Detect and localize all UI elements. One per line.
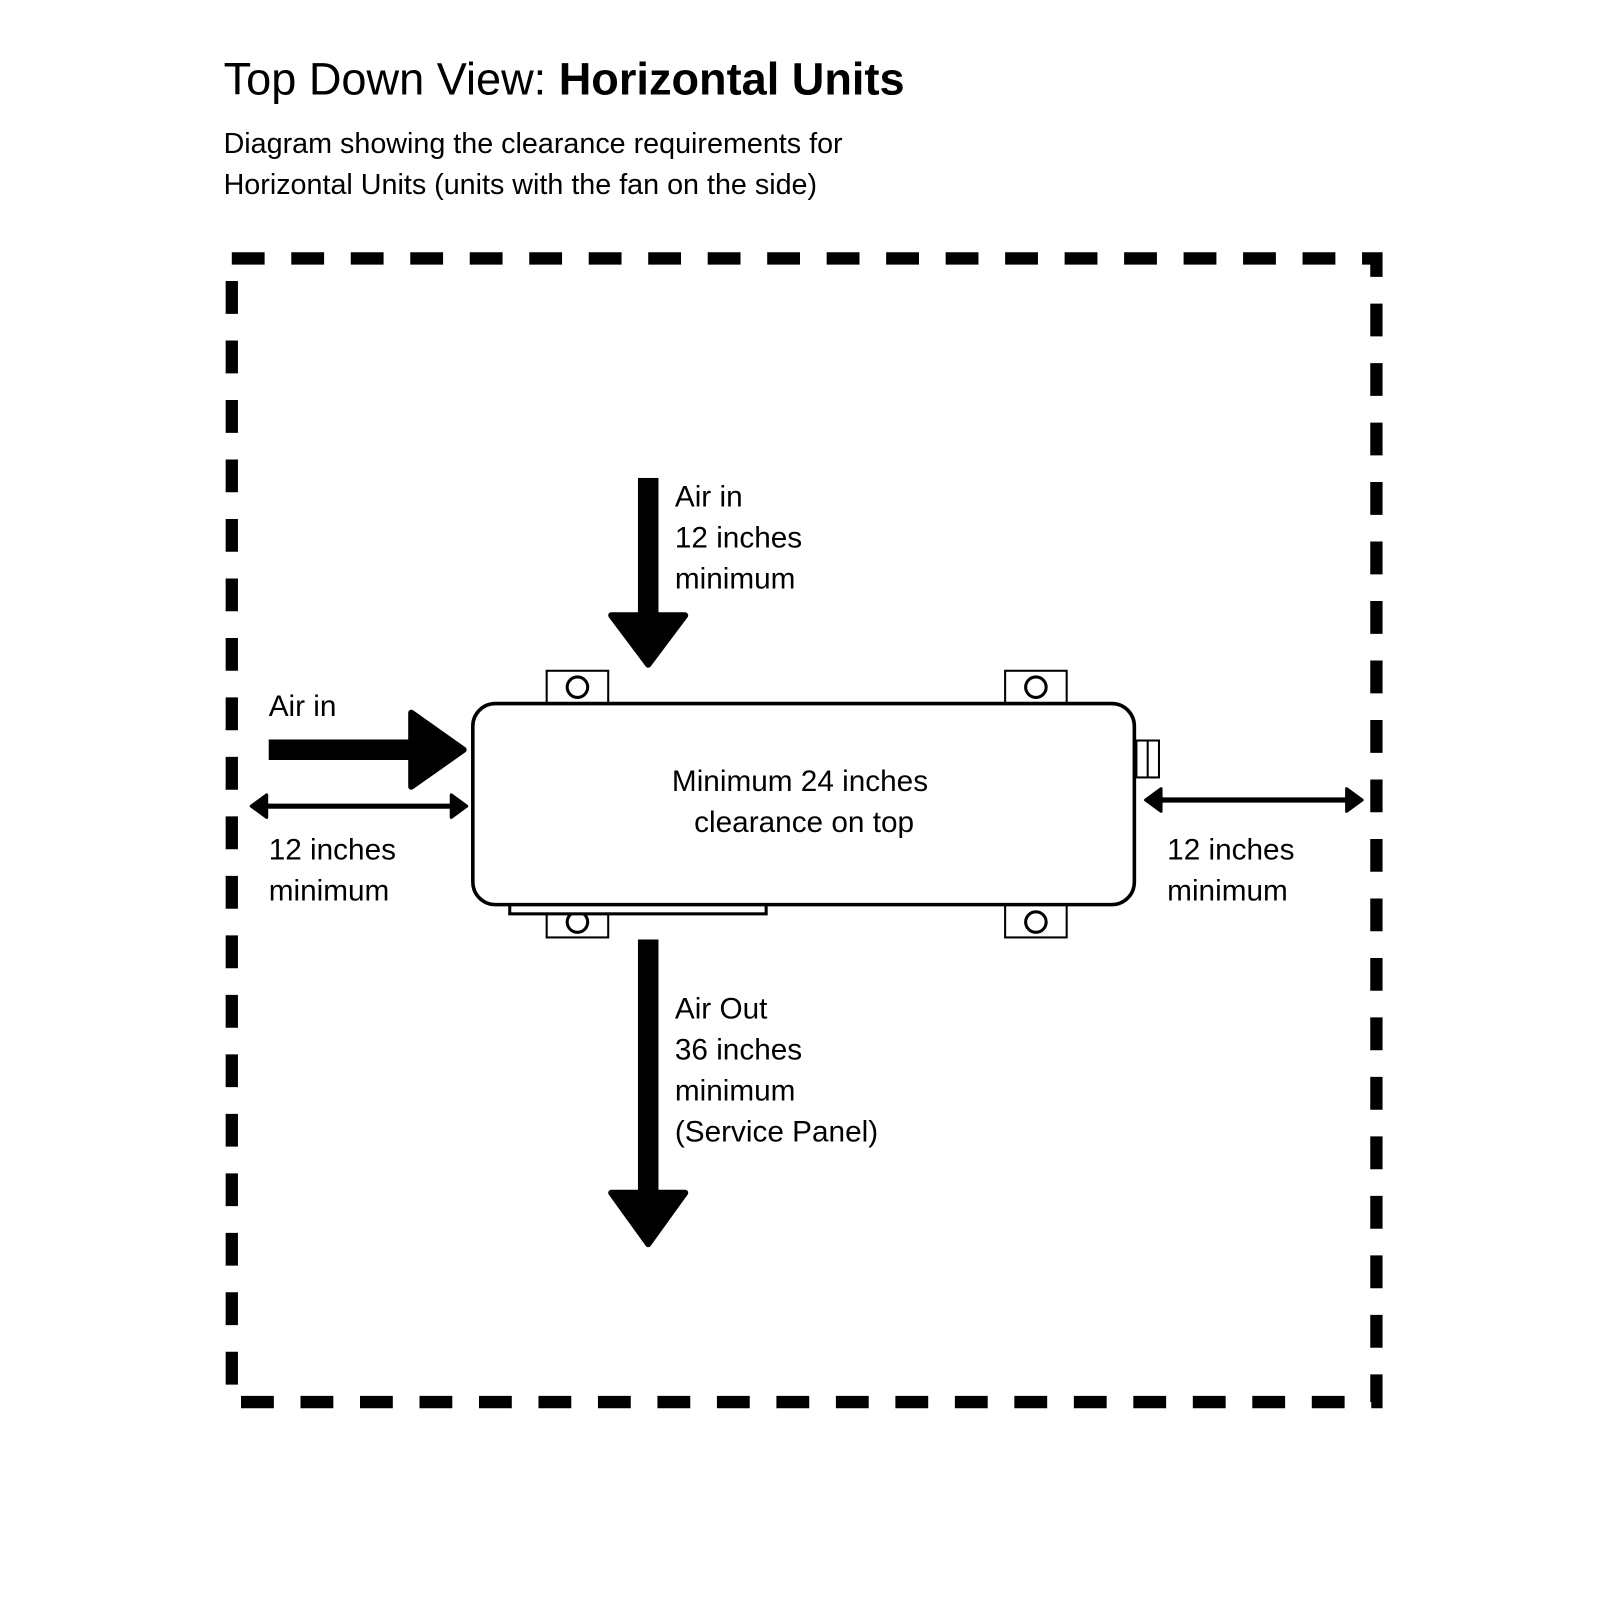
air-in-left-arrow-icon (268, 709, 467, 790)
clearance-boundary (225, 252, 1383, 1409)
air-out-bottom-arrow-icon (608, 939, 689, 1248)
horizontal-unit (471, 701, 1137, 907)
page-title: Top Down View: Horizontal Units (224, 53, 905, 104)
right-clearance-2: minimum (1167, 875, 1288, 908)
bottom-label-1: Air Out (675, 992, 768, 1025)
top-label-2: 12 inches (675, 522, 802, 555)
bottom-label-2: 36 inches (675, 1033, 802, 1066)
unit-label-line-2: clearance on top (694, 806, 914, 839)
bottom-label-4: (Service Panel) (675, 1116, 878, 1149)
mounting-tab-bottom-right (1004, 903, 1068, 939)
subtitle-line-1: Diagram showing the clearance requiremen… (224, 128, 843, 160)
mounting-tab-top-left (545, 669, 610, 705)
subtitle-line-2: Horizontal Units (units with the fan on … (224, 169, 818, 201)
top-label-1: Air in (675, 481, 743, 514)
right-clearance-double-arrow-icon (1144, 787, 1364, 813)
top-label-3: minimum (675, 563, 796, 596)
side-connector (1135, 739, 1160, 779)
right-clearance-1: 12 inches (1167, 833, 1294, 866)
left-air-label: Air in (269, 690, 337, 723)
left-clearance-1: 12 inches (269, 833, 396, 866)
mounting-tab-top-right (1004, 669, 1068, 705)
bottom-label-3: minimum (675, 1075, 796, 1108)
left-clearance-double-arrow-icon (249, 793, 469, 819)
air-in-top-arrow-icon (608, 477, 689, 668)
unit-label-line-1: Minimum 24 inches (672, 765, 928, 798)
left-clearance-2: minimum (269, 875, 390, 908)
